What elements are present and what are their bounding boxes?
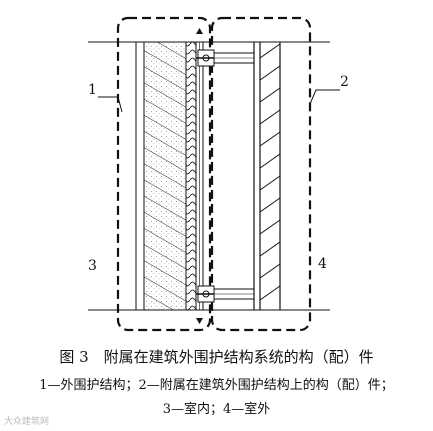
figure-caption-title: 图 3 附属在建筑外围护结构系统的构（配）件 xyxy=(59,348,374,366)
upper-anchor-bracket xyxy=(196,49,255,67)
lower-anchor-bracket xyxy=(196,285,255,303)
region-2-outline xyxy=(210,16,312,332)
figure-legend-line-1: 1—外围护结构；2—附属在建筑外围护结构上的构（配）件； xyxy=(39,378,394,393)
leader-line-2 xyxy=(309,89,340,105)
watermark: 大众建筑网 xyxy=(4,417,50,427)
interior-finish-layer xyxy=(135,41,145,311)
label-4: 4 xyxy=(318,256,327,272)
leader-line-1 xyxy=(98,96,123,113)
label-3: 3 xyxy=(88,258,97,274)
label-1: 1 xyxy=(88,82,97,98)
top-break-mark xyxy=(196,28,203,34)
label-2: 2 xyxy=(340,74,349,90)
bottom-break-mark xyxy=(196,318,203,324)
region-1-outline xyxy=(116,16,212,332)
construction-diagram: 1 2 3 4 xyxy=(88,16,349,332)
figure-legend-line-2: 3—室内；4—室外 xyxy=(162,402,271,417)
attached-component-panel xyxy=(253,42,281,310)
